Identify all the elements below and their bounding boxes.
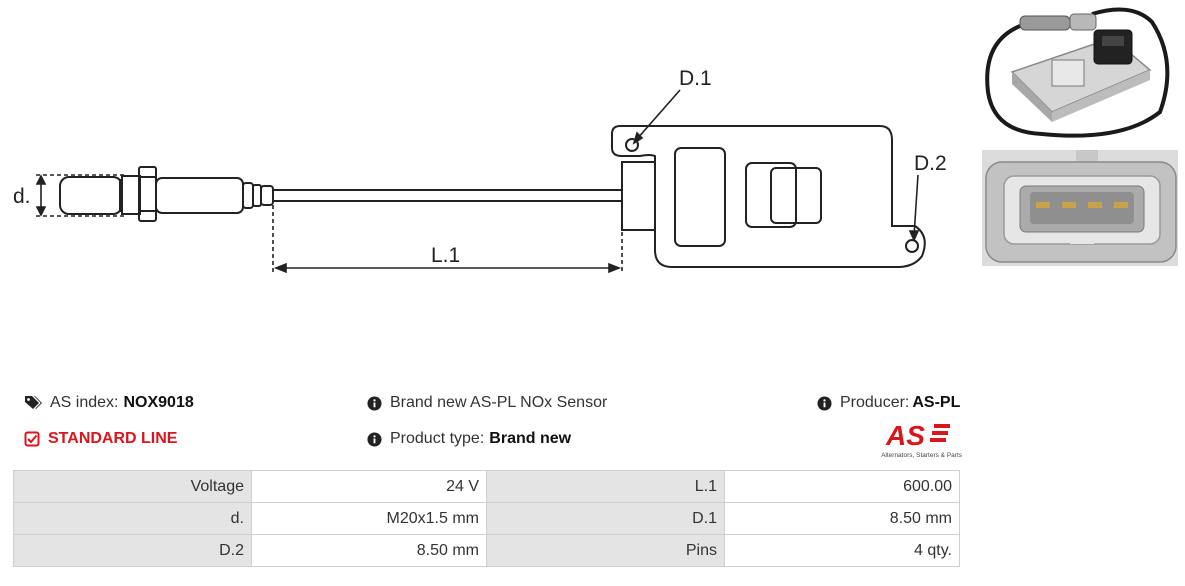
spec-value: 600.00 <box>724 470 960 503</box>
label-d: d. <box>13 185 31 208</box>
spec-key: D.2 <box>13 534 252 567</box>
sensor-technical-drawing: d. L.1 D.1 D.2 <box>13 67 947 274</box>
product-line: STANDARD LINE <box>24 430 177 448</box>
product-line-label: STANDARD LINE <box>48 430 178 447</box>
spec-value: M20x1.5 mm <box>251 502 487 535</box>
product-photo-sensor <box>982 2 1178 148</box>
label-d2: D.2 <box>914 152 947 175</box>
spec-value: 8.50 mm <box>251 534 487 567</box>
spec-key: L.1 <box>486 470 725 503</box>
as-index: AS index: NOX9018 <box>24 394 194 412</box>
logo-mark: AS <box>885 420 925 451</box>
description-text: Brand new AS-PL NOx Sensor <box>390 394 608 411</box>
spec-key: d. <box>13 502 252 535</box>
description: Brand new AS-PL NOx Sensor <box>367 394 607 412</box>
product-type-label: Product type: <box>390 430 485 447</box>
spec-value: 8.50 mm <box>724 502 960 535</box>
spec-key: Pins <box>486 534 725 567</box>
as-index-label: AS index: <box>50 394 119 411</box>
info-icon <box>817 395 832 411</box>
producer-value: AS-PL <box>912 394 961 411</box>
logo-tagline: Alternators, Starters & Parts <box>881 452 963 459</box>
spec-key: D.1 <box>486 502 725 535</box>
check-square-icon <box>24 431 40 447</box>
spec-value: 4 qty. <box>724 534 960 567</box>
as-index-value: NOX9018 <box>123 394 194 411</box>
spec-value: 24 V <box>251 470 487 503</box>
info-icon <box>367 431 382 447</box>
producer: Producer: AS-PL <box>817 394 960 412</box>
product-type: Product type: Brand new <box>367 430 571 448</box>
label-d1: D.1 <box>679 67 712 90</box>
product-photo-connector <box>982 150 1178 266</box>
product-type-value: Brand new <box>489 430 572 447</box>
info-icon <box>367 395 382 411</box>
spec-key: Voltage <box>13 470 252 503</box>
tags-icon <box>25 396 42 409</box>
producer-label: Producer: <box>840 394 910 411</box>
as-pl-logo: AS Alternators, Starters & Parts <box>881 420 963 459</box>
label-l1: L.1 <box>431 244 460 267</box>
